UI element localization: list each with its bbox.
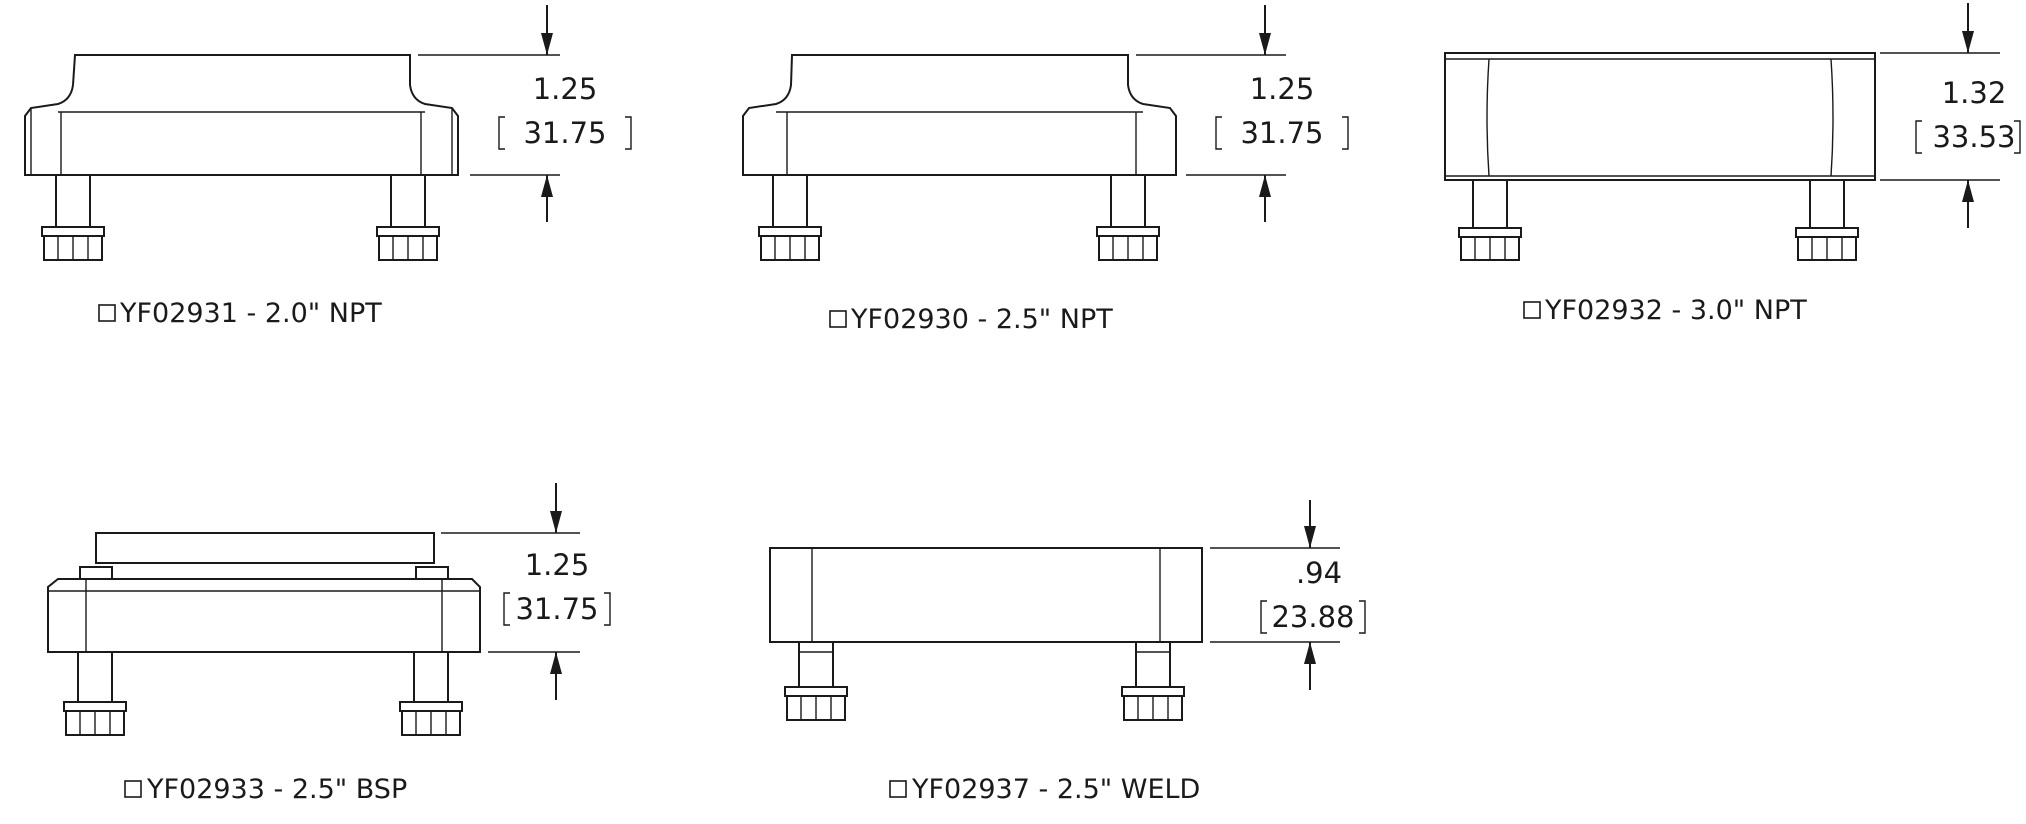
dimension: .94 23.88 [1210,500,1366,690]
part-label: YF02930 - 2.5" NPT [850,304,1113,335]
dimension: 1.32 33.53 [1880,3,2021,228]
part-caption: YF02931 - 2.0" NPT [98,298,382,329]
part-drawing-yf02937: .94 23.88 YF02937 - 2.5" WELD [769,500,1366,805]
part-caption: YF02932 - 3.0" NPT [1523,295,1807,326]
dimension: 1.25 31.75 [441,483,611,700]
checkbox-icon[interactable] [1523,301,1541,319]
dimension-mm: 31.75 [523,116,606,150]
part-caption: YF02930 - 2.5" NPT [829,304,1113,335]
fitting-right [399,651,463,736]
dimension-inches: .94 [1296,556,1342,590]
dimension-inches: 1.25 [1250,72,1315,106]
fitting-left [784,641,848,721]
dimension-mm: 33.53 [1932,120,2015,154]
part-drawing-yf02930: 1.25 31.75 YF02930 - 2.5" NPT [742,5,1349,335]
part-drawing-yf02933: 1.25 31.75 YF02933 - 2.5" BSP [47,483,611,805]
checkbox-icon[interactable] [889,780,907,798]
dimension: 1.25 31.75 [418,5,632,222]
part-outline [24,54,459,176]
dimension: 1.25 31.75 [1136,5,1349,222]
checkbox-icon[interactable] [124,780,142,798]
part-label: YF02931 - 2.0" NPT [119,298,382,329]
part-label: YF02933 - 2.5" BSP [146,774,407,805]
fitting-right [1795,179,1859,261]
part-caption: YF02933 - 2.5" BSP [124,774,407,805]
fitting-left [41,174,105,261]
part-outline [742,54,1177,176]
part-label: YF02937 - 2.5" WELD [911,774,1200,805]
fitting-left [758,174,822,261]
part-drawing-yf02932: 1.32 33.53 YF02932 - 3.0" NPT [1444,3,2021,326]
dimension-inches: 1.32 [1942,76,2007,110]
dimension-mm: 31.75 [515,592,598,626]
dimension-mm: 31.75 [1240,116,1323,150]
fitting-right [1096,174,1160,261]
checkbox-icon[interactable] [98,304,116,322]
checkbox-icon[interactable] [829,310,847,328]
fitting-left [1458,179,1522,261]
fitting-left [63,651,127,736]
dimension-inches: 1.25 [525,548,590,582]
part-drawing-yf02931: 1.25 31.75 YF02931 - 2.0" NPT [24,5,632,329]
fitting-right [1121,641,1185,721]
part-label: YF02932 - 3.0" NPT [1544,295,1807,326]
part-outline [769,547,1203,643]
dimension-inches: 1.25 [533,72,598,106]
part-outline [1444,52,1876,181]
fitting-right [376,174,440,261]
part-caption: YF02937 - 2.5" WELD [889,774,1200,805]
dimension-mm: 23.88 [1271,600,1354,634]
part-outline [47,532,481,653]
